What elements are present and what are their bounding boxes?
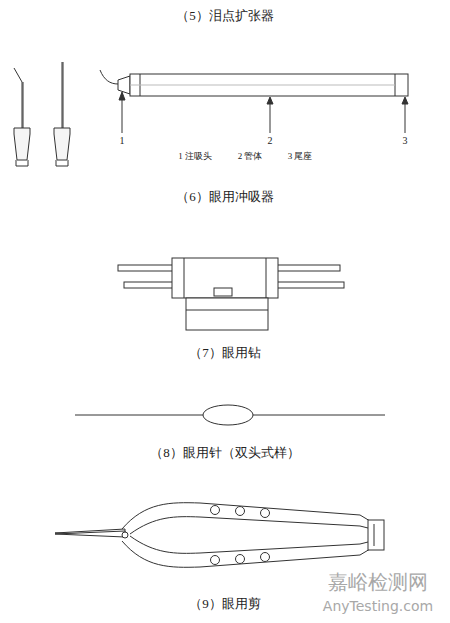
figure-caption: （7）眼用钻	[189, 345, 261, 361]
eye-scissors	[55, 503, 384, 568]
callout-number: 3	[403, 135, 408, 147]
eye-drill	[118, 258, 344, 330]
irrigation-aspirator	[100, 70, 408, 96]
figure-caption: （9）眼用剪	[189, 596, 261, 612]
watermark: AnyTesting.com	[323, 598, 433, 615]
figure-caption: （6）眼用冲吸器	[176, 189, 274, 205]
figure-caption: （8）眼用针（双头式样）	[150, 445, 300, 461]
part-name: 3 尾座	[288, 151, 313, 162]
watermark: 嘉峪检测网	[328, 570, 428, 594]
double-ended-needle	[75, 405, 385, 425]
part-name: 1 注吸头	[178, 151, 212, 162]
callout-number: 2	[268, 135, 273, 147]
part-name: 2 管体	[238, 151, 263, 162]
needle-pair	[14, 62, 70, 166]
callout-leaders	[119, 92, 408, 133]
callout-number: 1	[120, 135, 125, 147]
figure-caption: （5）泪点扩张器	[176, 8, 274, 24]
